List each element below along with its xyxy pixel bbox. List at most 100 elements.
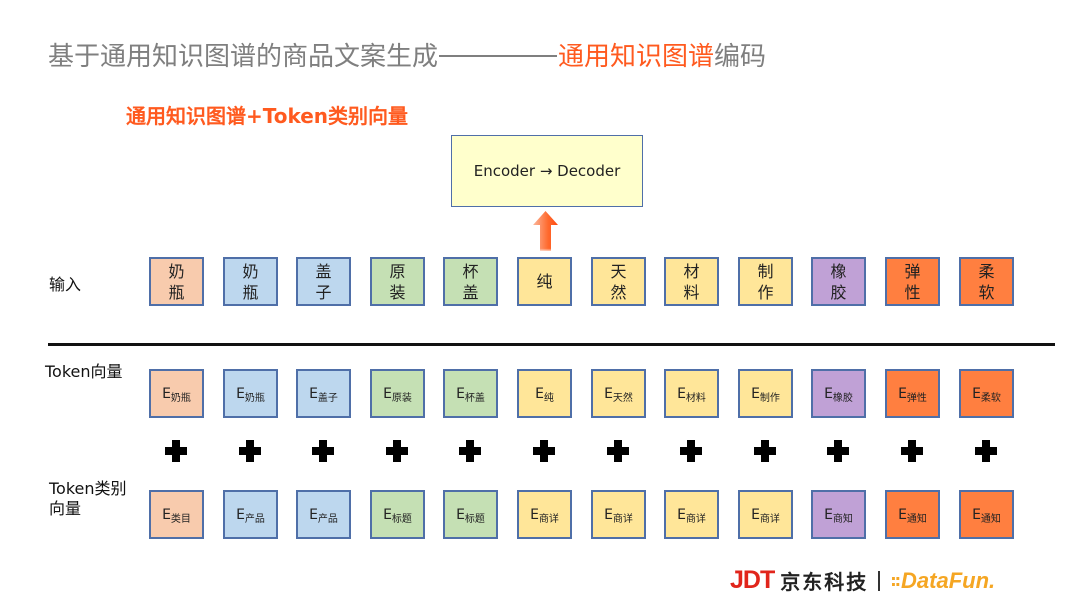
token-type-subscript: 商详 xyxy=(759,514,780,525)
input-token-box: 天然 xyxy=(591,257,646,306)
input-token-text: 原装 xyxy=(389,261,406,302)
title-suffix: 编码 xyxy=(714,42,767,72)
title-dash xyxy=(439,54,558,57)
token-embedding-subscript: 纯 xyxy=(543,393,554,404)
input-token-text: 材料 xyxy=(683,261,700,302)
title-highlight: 通用知识图谱 xyxy=(558,42,715,72)
token-embedding-subscript: 奶瓶 xyxy=(244,393,265,404)
datafun-logo: DataFun. xyxy=(901,567,996,593)
token-embedding-subscript: 材料 xyxy=(685,393,706,404)
embedding-prefix: E xyxy=(309,506,318,523)
embedding-prefix: E xyxy=(309,385,318,402)
input-token-box: 弹性 xyxy=(885,257,940,306)
input-token-box: 材料 xyxy=(664,257,719,306)
input-token-text: 纯 xyxy=(536,272,553,291)
embedding-prefix: E xyxy=(677,385,686,402)
embedding-prefix: E xyxy=(162,385,171,402)
embedding-prefix: E xyxy=(236,506,245,523)
token-type-vector-row-label: Token类别 向量 xyxy=(49,479,127,519)
plus-icon xyxy=(386,440,408,462)
footer-logos: JDT 京东科技 :: DataFun. xyxy=(730,566,995,595)
token-type-subscript: 类目 xyxy=(170,514,191,525)
embedding-prefix: E xyxy=(677,506,686,523)
token-embedding-subscript: 原装 xyxy=(391,393,412,404)
input-token-box: 盖子 xyxy=(296,257,351,306)
input-token-text: 橡胶 xyxy=(830,261,847,302)
token-type-label-line2: 向量 xyxy=(49,499,82,518)
embedding-prefix: E xyxy=(456,506,465,523)
title-main: 基于通用知识图谱的商品文案生成 xyxy=(48,42,439,72)
embedding-prefix: E xyxy=(456,385,465,402)
input-token-box: 杯盖 xyxy=(443,257,498,306)
embedding-prefix: E xyxy=(824,506,833,523)
embedding-prefix: E xyxy=(972,385,981,402)
embedding-prefix: E xyxy=(162,506,171,523)
page-title: 基于通用知识图谱的商品文案生成 通用知识图谱编码 xyxy=(48,36,766,73)
plus-icon xyxy=(533,440,555,462)
token-type-subscript: 商详 xyxy=(612,514,633,525)
token-type-subscript: 通知 xyxy=(980,514,1001,525)
embedding-prefix: E xyxy=(383,506,392,523)
input-row-label: 输入 xyxy=(49,275,82,294)
jdt-logo: JDT xyxy=(730,566,775,594)
plus-icon xyxy=(975,440,997,462)
input-token-box: 柔软 xyxy=(959,257,1014,306)
input-token-box: 纯 xyxy=(517,257,572,306)
input-token-text: 杯盖 xyxy=(462,261,479,302)
plus-icon xyxy=(827,440,849,462)
plus-icon xyxy=(901,440,923,462)
token-type-subscript: 商详 xyxy=(538,514,559,525)
encoder-decoder-label: Encoder → Decoder xyxy=(473,162,621,180)
token-embedding-subscript: 弹性 xyxy=(906,393,927,404)
token-embedding-subscript: 天然 xyxy=(612,393,633,404)
token-embedding-subscript: 制作 xyxy=(759,393,780,404)
token-type-subscript: 商详 xyxy=(685,514,706,525)
input-token-text: 奶瓶 xyxy=(168,261,185,302)
subtitle: 通用知识图谱+Token类别向量 xyxy=(126,104,409,128)
datafun-dots-icon: :: xyxy=(890,571,901,590)
embedding-prefix: E xyxy=(898,506,907,523)
input-token-text: 柔软 xyxy=(978,261,995,302)
input-token-text: 盖子 xyxy=(315,261,332,302)
encoder-decoder-box: Encoder → Decoder xyxy=(451,135,643,207)
embedding-prefix: E xyxy=(604,506,613,523)
token-type-subscript: 产品 xyxy=(244,514,265,525)
embedding-prefix: E xyxy=(236,385,245,402)
jdt-logo-text: 京东科技 xyxy=(780,570,869,594)
plus-icon xyxy=(680,440,702,462)
embedding-prefix: E xyxy=(972,506,981,523)
token-type-label-line1: Token类别 xyxy=(49,479,127,498)
input-token-box: 制作 xyxy=(738,257,793,306)
embedding-prefix: E xyxy=(535,385,544,402)
input-token-box: 奶瓶 xyxy=(223,257,278,306)
input-token-box: 橡胶 xyxy=(811,257,866,306)
plus-icon xyxy=(165,440,187,462)
input-token-text: 天然 xyxy=(610,261,627,302)
token-embedding-subscript: 杯盖 xyxy=(464,393,485,404)
token-embedding-subscript: 橡胶 xyxy=(832,393,853,404)
token-embedding-subscript: 盖子 xyxy=(317,393,338,404)
token-embedding-subscript: 柔软 xyxy=(980,393,1001,404)
input-token-text: 弹性 xyxy=(904,261,921,302)
up-arrow-icon xyxy=(533,211,558,251)
